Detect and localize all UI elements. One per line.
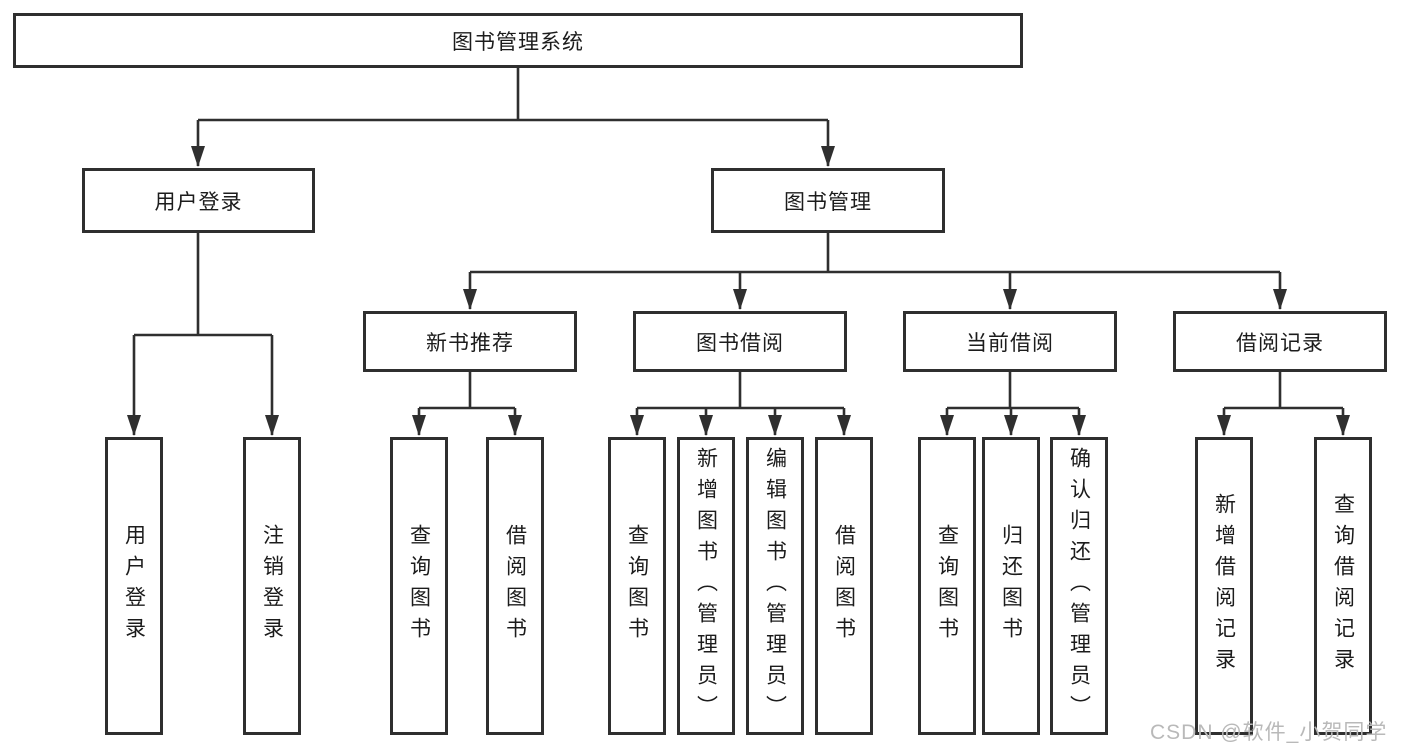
connector-user-login-trunk xyxy=(134,233,272,337)
node-root-system: 图书管理系统 xyxy=(13,13,1023,68)
leaf-edit-books-admin: 编辑图书（管理员） xyxy=(746,437,804,735)
leaf-logout: 注销登录 xyxy=(243,437,301,735)
leaf-query-books-current: 查询图书 xyxy=(918,437,976,735)
leaf-label: 借阅图书 xyxy=(832,524,856,648)
leaf-query-books-borrow: 查询图书 xyxy=(608,437,666,735)
watermark: CSDN @软件_小贺同学 xyxy=(1150,721,1388,744)
leaf-add-books-admin: 新增图书（管理员） xyxy=(677,437,735,735)
leaf-label: 用户登录 xyxy=(122,524,146,648)
connector-root-trunk xyxy=(198,68,828,122)
node-borrow-records: 借阅记录 xyxy=(1173,311,1387,372)
leaf-label: 查询图书 xyxy=(935,524,959,648)
leaf-label: 查询图书 xyxy=(625,524,649,648)
connector-borrow-records-trunk xyxy=(1224,372,1343,410)
leaf-label: 新增图书（管理员） xyxy=(694,446,718,726)
node-book-management: 图书管理 xyxy=(711,168,945,233)
node-new-book-recommend: 新书推荐 xyxy=(363,311,577,372)
leaf-add-borrow-record: 新增借阅记录 xyxy=(1195,437,1253,735)
leaf-user-login: 用户登录 xyxy=(105,437,163,735)
leaf-borrow-books: 借阅图书 xyxy=(815,437,873,735)
leaf-borrow-books-recommend: 借阅图书 xyxy=(486,437,544,735)
node-user-login: 用户登录 xyxy=(82,168,315,233)
leaf-confirm-return-admin: 确认归还（管理员） xyxy=(1050,437,1108,735)
leaf-label: 借阅图书 xyxy=(503,524,527,648)
leaf-label: 归还图书 xyxy=(999,524,1023,648)
leaf-label: 确认归还（管理员） xyxy=(1067,446,1091,726)
leaf-query-books-recommend: 查询图书 xyxy=(390,437,448,735)
connector-current-borrow-trunk xyxy=(947,372,1079,410)
connector-book-borrow-trunk xyxy=(637,372,844,410)
connector-book-mgmt-trunk xyxy=(470,233,1280,274)
leaf-return-books: 归还图书 xyxy=(982,437,1040,735)
node-book-borrow: 图书借阅 xyxy=(633,311,847,372)
leaf-label: 注销登录 xyxy=(260,524,284,648)
leaf-label: 新增借阅记录 xyxy=(1212,493,1236,679)
connector-new-book-trunk xyxy=(419,372,515,410)
leaf-label: 编辑图书（管理员） xyxy=(763,446,787,726)
leaf-query-borrow-record: 查询借阅记录 xyxy=(1314,437,1372,735)
node-current-borrow: 当前借阅 xyxy=(903,311,1117,372)
leaf-label: 查询借阅记录 xyxy=(1331,493,1355,679)
leaf-label: 查询图书 xyxy=(407,524,431,648)
